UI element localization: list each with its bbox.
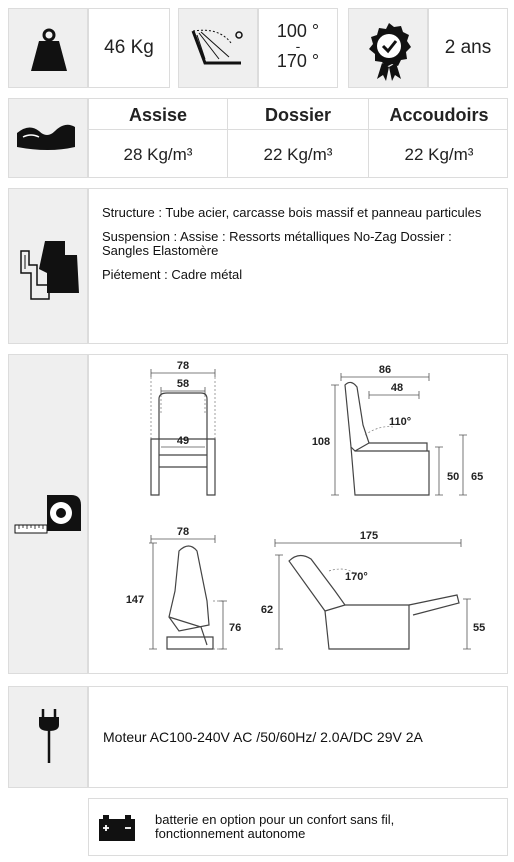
foam-icon-cell: [8, 98, 88, 178]
lift-height-label: 147: [126, 594, 144, 606]
plug-icon-cell: [8, 686, 88, 788]
power-plug-icon: [39, 709, 59, 763]
battery-icon: [99, 815, 135, 841]
battery-text: batterie en option pour un confort sans …: [155, 812, 395, 841]
structure-details: Structure : Tube acier, carcasse bois ma…: [88, 188, 508, 344]
warranty-value: 2 ans: [428, 8, 508, 88]
warranty-icon-cell: [348, 8, 428, 88]
structure-icon-cell: [8, 188, 88, 344]
side-height-label: 108: [312, 436, 330, 448]
motor-info: Moteur AC100-240V AC /50/60Hz/ 2.0A/DC 2…: [88, 686, 508, 788]
lift-seat-height-label: 76: [229, 622, 241, 634]
tape-measure-icon: [14, 495, 81, 534]
dimension-drawings: 78 58 49 86 48 108 110° 50 65: [88, 354, 508, 674]
warranty-badge-icon: [369, 23, 411, 81]
recline-length-label: 175: [360, 530, 378, 542]
recline-view-drawing: 175 62 170° 55: [261, 530, 485, 650]
recline-height-label: 62: [261, 604, 273, 616]
side-arm-total-label: 65: [471, 471, 483, 483]
front-width-label: 78: [177, 360, 189, 372]
battery-option: batterie en option pour un confort sans …: [88, 798, 508, 856]
weight-icon: [31, 28, 67, 71]
density-value-back: 22 Kg/m³: [263, 145, 333, 164]
front-seat-label: 49: [177, 435, 189, 447]
lift-depth-label: 78: [177, 526, 189, 538]
angle-min: 100 °: [276, 21, 320, 41]
density-header-back: Dossier: [264, 105, 332, 125]
side-arm-height-label: 50: [447, 471, 459, 483]
motor-spec-text: Moteur AC100-240V AC /50/60Hz/ 2.0A/DC 2…: [103, 729, 423, 745]
recline-angle-icon-cell: [178, 8, 258, 88]
density-value-arms: 22 Kg/m³: [404, 145, 474, 164]
density-header-arms: Accoudoirs: [389, 105, 489, 125]
suspension-line: Suspension : Assise : Ressorts métalliqu…: [102, 229, 452, 258]
angle-separator: -: [295, 38, 301, 54]
chair-dimension-diagram: 78 58 49 86 48 108 110° 50 65: [126, 360, 485, 650]
side-seat-depth-label: 48: [391, 382, 403, 394]
density-table: Assise Dossier Accoudoirs 28 Kg/m³ 22 Kg…: [88, 98, 508, 178]
recline-angle-values: 100 ° - 170 °: [258, 8, 338, 88]
front-inner-label: 58: [177, 378, 189, 390]
angle-max: 170 °: [276, 51, 320, 71]
foam-cushion-icon: [17, 124, 75, 150]
side-angle-label: 110°: [389, 416, 411, 428]
side-depth-label: 86: [379, 364, 391, 376]
base-line: Piétement : Cadre métal: [102, 267, 243, 282]
recline-angle-label: 170°: [345, 571, 368, 583]
structure-line: Structure : Tube acier, carcasse bois ma…: [102, 205, 482, 220]
frame-structure-icon: [20, 241, 79, 300]
weight-value: 46 Kg: [88, 8, 170, 88]
lift-view-drawing: 78 147 76: [126, 526, 241, 650]
density-header-seat: Assise: [128, 105, 188, 125]
density-value-seat: 28 Kg/m³: [123, 145, 193, 164]
front-view-drawing: 78 58 49: [150, 360, 216, 496]
recline-foot-height-label: 55: [473, 622, 485, 634]
measure-icon-cell: [8, 354, 88, 674]
side-view-drawing: 86 48 108 110° 50 65: [312, 364, 483, 496]
recline-angle-icon: [191, 29, 243, 65]
weight-icon-cell: [8, 8, 88, 88]
